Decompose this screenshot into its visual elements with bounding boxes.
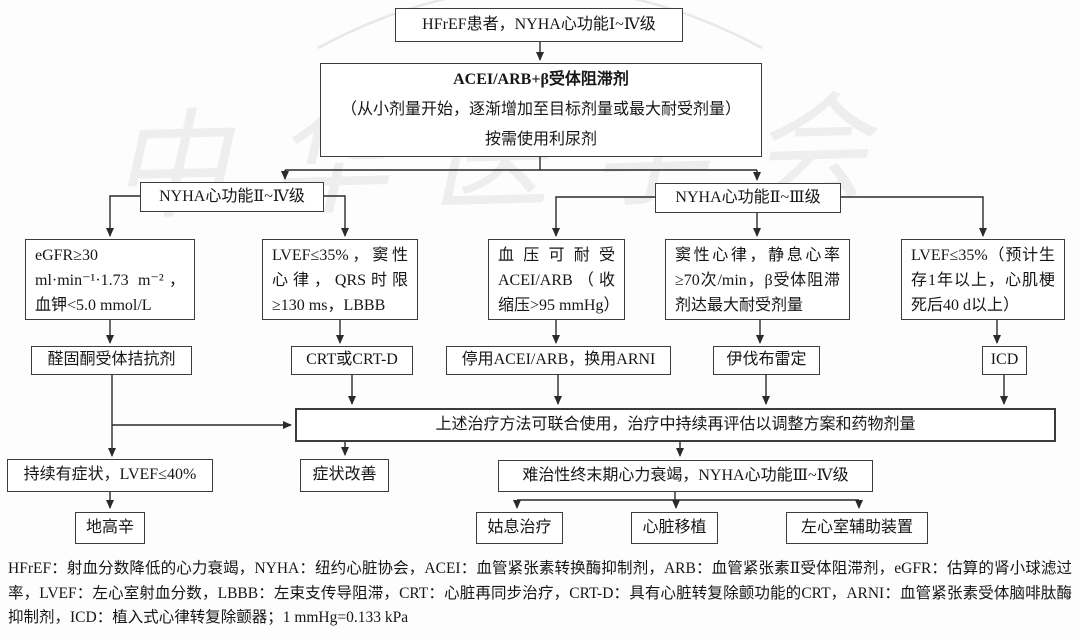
node-persistent-symptoms: 持续有症状，LVEF≤40% <box>7 459 213 492</box>
node-acei-diuretic: 按需使用利尿剂 <box>484 131 597 148</box>
node-heart-transplant: 心脏移植 <box>631 512 718 544</box>
node-patient: HFrEF患者，NYHA心功能Ⅰ~Ⅳ级 <box>395 8 683 42</box>
node-cond-heart-rate: 窦性心律，静息心率≥70次/min，β受体阻滞剂达最大耐受剂量 <box>665 239 850 320</box>
node-combine-therapies: 上述治疗方法可联合使用，治疗中持续再评估以调整方案和药物剂量 <box>295 408 1056 442</box>
node-cond-bp-tolerant: 血压可耐受ACEI/ARB（收缩压>95 mmHg） <box>488 239 625 320</box>
node-acei-arb-beta-blocker: ACEI/ARB+β受体阻滞剂 （从小剂量开始，逐渐增加至目标剂量或最大耐受剂量… <box>320 63 762 157</box>
node-tx-arni: 停用ACEI/ARB，换用ARNI <box>446 346 671 375</box>
node-acei-title: ACEI/ARB+β受体阻滞剂 <box>453 71 629 88</box>
abbreviation-footnote: HFrEF：射血分数降低的心力衰竭，NYHA：纽约心脏协会，ACEI：血管紧张素… <box>8 560 1072 626</box>
node-nyha-2-3: NYHA心功能Ⅱ~Ⅲ级 <box>655 183 841 213</box>
node-nyha-2-4: NYHA心功能Ⅱ~Ⅳ级 <box>140 182 324 212</box>
node-tx-ivabradine: 伊伐布雷定 <box>713 346 820 375</box>
node-acei-dosing: （从小剂量开始，逐渐增加至目标剂量或最大耐受剂量） <box>340 101 741 118</box>
node-cond-post-mi: LVEF≤35%（预计生存1年以上，心肌梗死后40 d以上） <box>901 239 1065 320</box>
node-palliative-care: 姑息治疗 <box>476 512 563 544</box>
node-tx-icd: ICD <box>982 346 1027 375</box>
node-refractory-hf: 难治性终末期心力衰竭，NYHA心功能Ⅲ~Ⅳ级 <box>498 460 873 492</box>
node-tx-mra: 醛固酮受体拮抗剂 <box>31 346 192 375</box>
node-tx-crt: CRT或CRT-D <box>291 346 413 375</box>
node-cond-egfr: eGFR≥30 ml·min⁻¹·1.73 m⁻²，血钾<5.0 mmol/L <box>25 239 195 320</box>
node-digoxin: 地高辛 <box>75 512 145 544</box>
node-lvad: 左心室辅助装置 <box>786 512 928 544</box>
node-cond-lvef-qrs: LVEF≤35%，窦性心律，QRS时限≥130 ms，LBBB <box>262 239 418 320</box>
node-symptom-improved: 症状改善 <box>300 459 389 492</box>
